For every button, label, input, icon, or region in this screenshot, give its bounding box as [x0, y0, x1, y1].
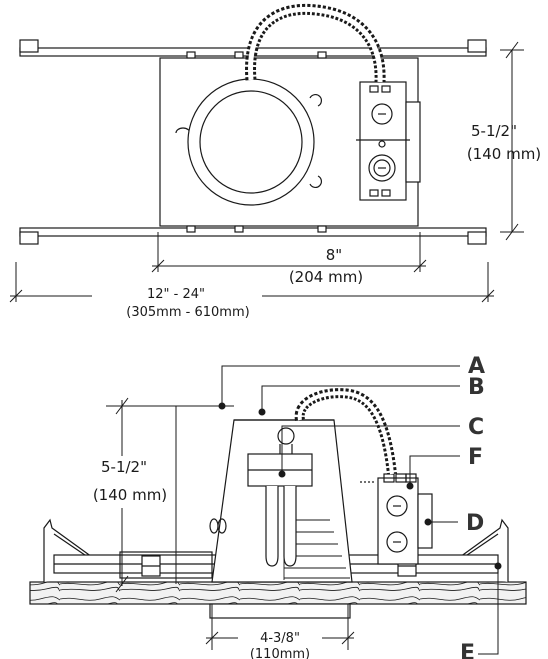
callout-leaders: [175, 365, 499, 655]
bar-length-dim-mm-label: (305mm - 610mm): [126, 305, 249, 320]
callout-d: D: [466, 511, 484, 536]
aperture-dim-mm-label: (110mm): [250, 647, 310, 659]
callout-a: A: [468, 354, 485, 379]
trim-ring: [209, 603, 351, 619]
callout-e: E: [460, 641, 475, 659]
ceiling-wood: [29, 581, 527, 605]
top-height-dim-label: 5-1/2": [471, 122, 517, 140]
housing-inner-ring: [199, 90, 303, 194]
top-width-dim-mm-label: (204 mm): [289, 268, 363, 286]
top-view: [19, 3, 487, 245]
top-height-dim-mm-label: (140 mm): [467, 145, 541, 163]
side-height-dim-label: 5-1/2": [101, 458, 147, 476]
callout-b: B: [468, 375, 485, 400]
side-height-dim-mm-label: (140 mm): [93, 486, 167, 504]
side-junction-box: [377, 477, 419, 565]
side-view: [29, 388, 527, 619]
callout-f: F: [468, 445, 483, 470]
bottom-bar: [19, 227, 487, 237]
callout-dots: [218, 402, 502, 570]
housing-outer-ring: [187, 78, 315, 206]
callout-c: C: [468, 415, 484, 440]
aperture-dim-label: 4-3/8": [260, 631, 300, 646]
bar-length-dim-label: 12" - 24": [147, 287, 205, 302]
top-width-dim-label: 8": [326, 246, 342, 264]
lamp-tube: [265, 486, 279, 567]
